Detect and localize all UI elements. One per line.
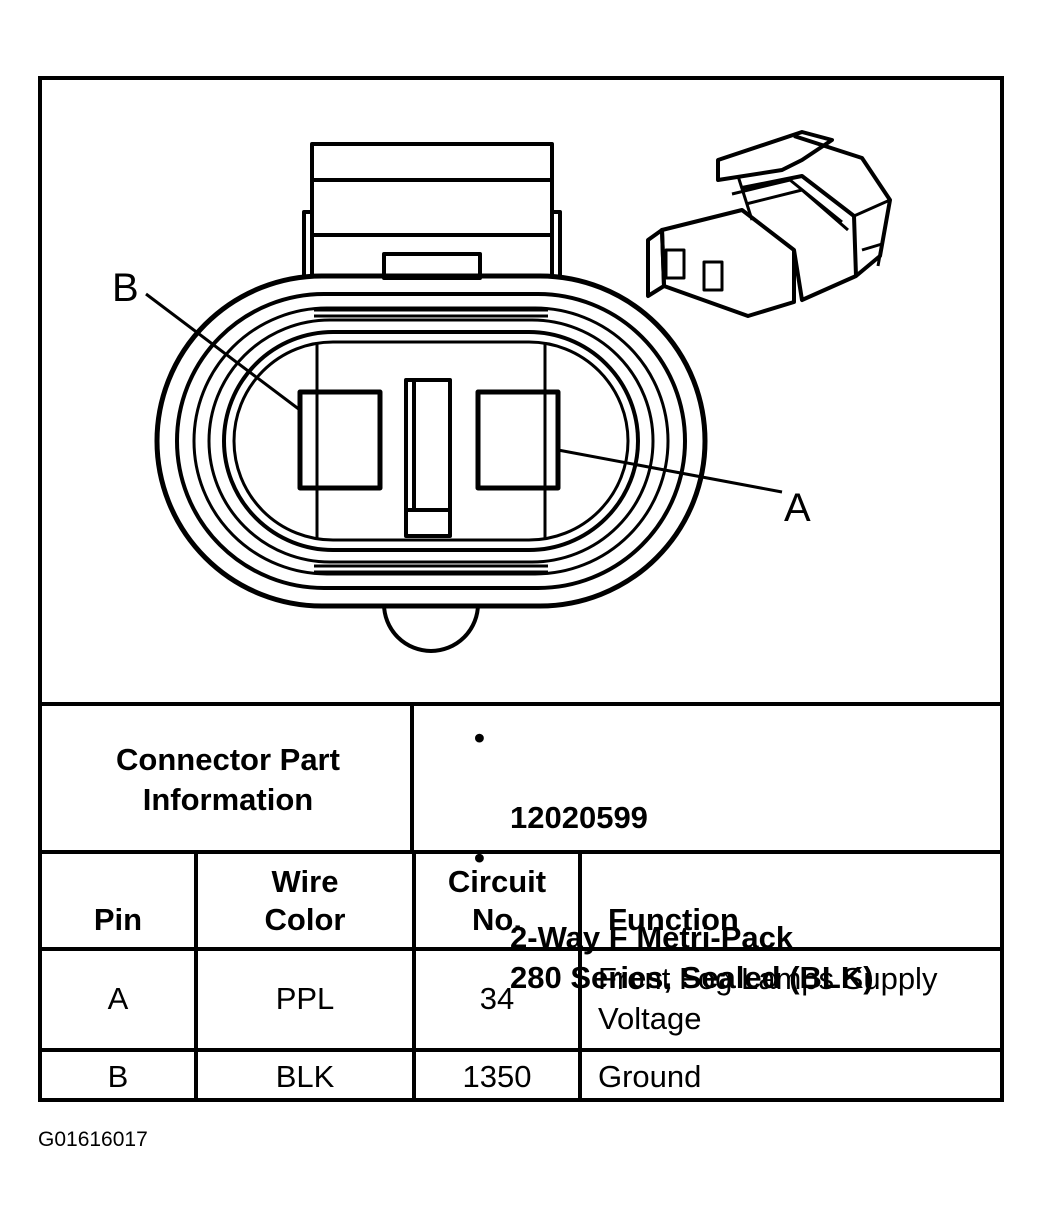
connector-thumbnail-icon (646, 130, 892, 318)
header-wire-color: Wire Color (194, 852, 416, 951)
connector-latch (302, 142, 562, 280)
cavity-b (297, 389, 383, 491)
cavity-a (475, 389, 561, 491)
connector-diagram-frame: B A Connector Part Information • 1202059… (38, 76, 1004, 1102)
table-header-row: Pin Wire Color Circuit No. Function (42, 852, 1000, 951)
cell-wire-color: BLK (194, 1047, 416, 1102)
part-info-divider (410, 706, 414, 850)
bullet-icon: • (474, 720, 485, 755)
cell-circuit: 1350 (412, 1047, 582, 1102)
pin-a-callout: A (784, 486, 811, 530)
cell-function: Front Fog Lamps Supply Voltage (578, 946, 1000, 1052)
cell-circuit: 34 (412, 946, 582, 1052)
leader-line-b (145, 292, 301, 412)
table-row: A PPL 34 Front Fog Lamps Supply Voltage (42, 946, 1000, 1052)
cell-pin: A (42, 946, 198, 1052)
leader-line-a (557, 448, 783, 494)
center-key (404, 378, 452, 538)
header-function: Function (578, 852, 1000, 951)
cell-pin: B (42, 1047, 198, 1102)
part-number-text: 12020599 (510, 800, 648, 835)
pin-table: Pin Wire Color Circuit No. Function A PP… (42, 850, 1000, 1102)
header-pin: Pin (42, 852, 198, 951)
header-circuit-no: Circuit No. (412, 852, 582, 951)
connector-face-drawing (145, 130, 892, 653)
pin-b-callout: B (112, 266, 139, 310)
part-number: • 12020599 (474, 718, 874, 838)
bottom-tab (382, 603, 480, 653)
connector-body (154, 273, 708, 609)
connector-part-info: Connector Part Information • 12020599 • … (42, 702, 1000, 995)
connector-rails (314, 308, 548, 574)
cell-wire-color: PPL (194, 946, 416, 1052)
table-row: B BLK 1350 Ground (42, 1047, 1000, 1102)
cell-function: Ground (578, 1047, 1000, 1102)
part-info-label: Connector Part Information (116, 742, 340, 817)
figure-id: G01616017 (38, 1128, 148, 1151)
